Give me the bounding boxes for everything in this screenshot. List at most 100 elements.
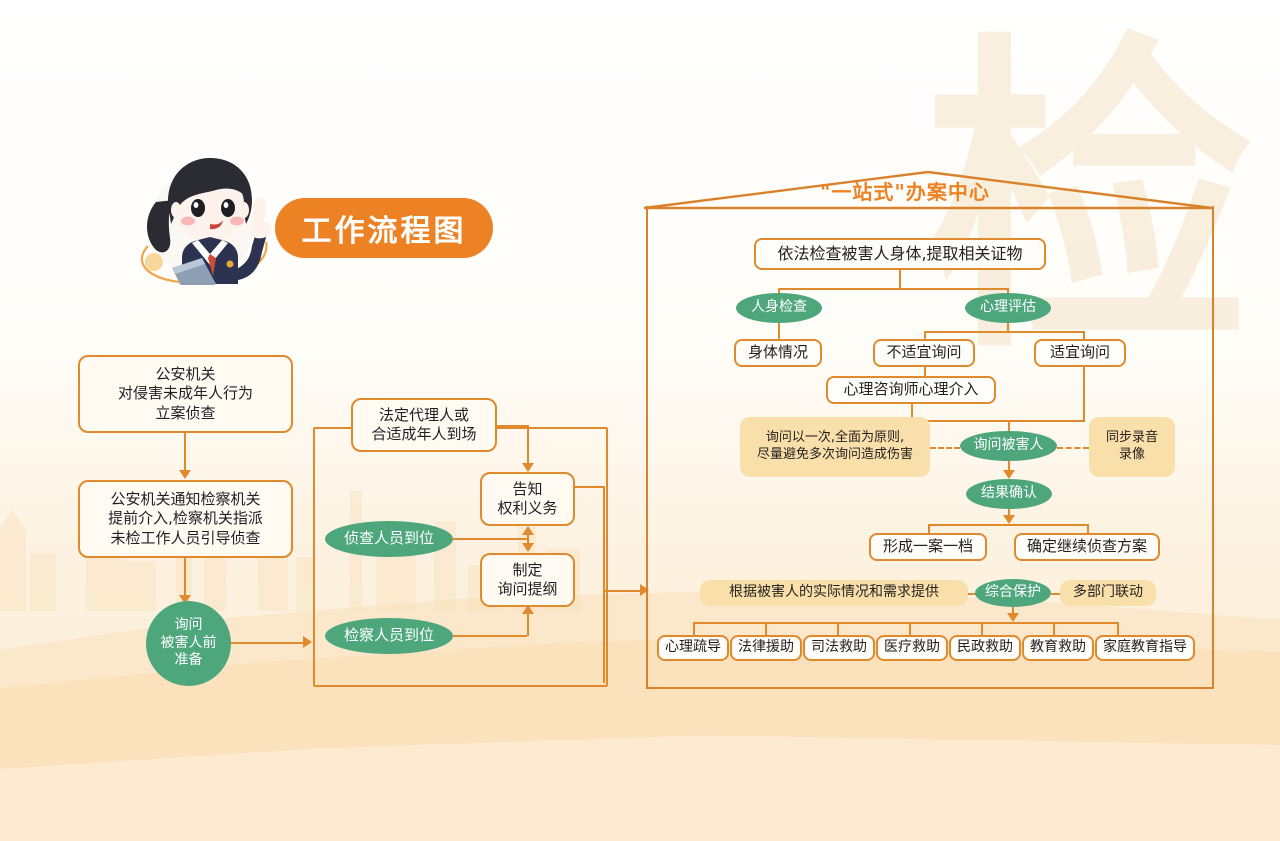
node-s3[interactable]: 司法救助 bbox=[803, 635, 875, 661]
connector-mn5-mn3-h bbox=[453, 635, 527, 637]
connector-h1-split bbox=[778, 288, 1008, 290]
connector-h5-h7 bbox=[924, 367, 926, 376]
connector-h1-h2 bbox=[778, 288, 780, 296]
connector-h9-h10 bbox=[1057, 447, 1089, 449]
node-h5-label: 不适宜询问 bbox=[886, 343, 962, 362]
node-h8[interactable]: 询问以一次,全面为原则, 尽量避免多次询问造成伤害 bbox=[740, 417, 930, 477]
node-s1[interactable]: 心理疏导 bbox=[657, 635, 729, 661]
node-s3-label: 司法救助 bbox=[811, 639, 867, 656]
node-h7-label: 心理咨询师心理介入 bbox=[843, 380, 979, 399]
node-h4-label: 身体情况 bbox=[747, 343, 808, 362]
connector-midframe-house-h bbox=[603, 590, 645, 592]
node-h3[interactable]: 心理评估 bbox=[965, 293, 1051, 323]
node-h14-label: 根据被害人的实际情况和需求提供 bbox=[729, 584, 939, 601]
connector-h11-split bbox=[928, 524, 1088, 526]
connector-mn1-mn2-h bbox=[497, 425, 528, 427]
connector-mn4-mn2 bbox=[453, 538, 527, 540]
node-h12-label: 形成一案一档 bbox=[882, 537, 973, 556]
node-h13-label: 确定继续侦查方案 bbox=[1026, 537, 1147, 556]
node-s7[interactable]: 家庭教育指导 bbox=[1095, 635, 1195, 661]
node-h12[interactable]: 形成一案一档 bbox=[869, 533, 987, 561]
connector-support-s1 bbox=[693, 622, 695, 635]
connector-h3-split bbox=[924, 331, 1084, 333]
connector-support-s6 bbox=[1053, 622, 1055, 635]
node-mn1-label: 法定代理人或 合适成年人到场 bbox=[371, 405, 477, 443]
connector-mn1-mn2-v bbox=[527, 425, 529, 465]
node-h16[interactable]: 多部门联动 bbox=[1060, 580, 1156, 606]
node-s6-label: 教育救助 bbox=[1030, 639, 1086, 656]
node-h6[interactable]: 适宜询问 bbox=[1034, 339, 1126, 367]
connector-mn5-mn3-v bbox=[527, 609, 529, 636]
title-block: 工作流程图 bbox=[120, 150, 520, 290]
node-s1-label: 心理疏导 bbox=[665, 639, 721, 656]
node-ln3-label: 询问 被害人前 准备 bbox=[160, 616, 217, 669]
node-mn5[interactable]: 检察人员到位 bbox=[325, 618, 453, 654]
node-mn2[interactable]: 告知 权利义务 bbox=[480, 472, 575, 526]
node-mn3[interactable]: 制定 询问提纲 bbox=[480, 553, 575, 607]
node-h10[interactable]: 同步录音 录像 bbox=[1089, 417, 1175, 477]
arrowhead-h11-down bbox=[1003, 515, 1015, 524]
connector-midframe-house-v bbox=[603, 486, 605, 683]
node-s7-label: 家庭教育指导 bbox=[1103, 639, 1187, 656]
arrowhead-mn3-mn2 bbox=[522, 526, 534, 535]
connector-ln2-ln3 bbox=[184, 558, 186, 597]
node-h9[interactable]: 询问被害人 bbox=[960, 431, 1057, 461]
connector-h6-down bbox=[1083, 367, 1085, 420]
node-h2[interactable]: 人身检查 bbox=[736, 293, 822, 323]
connector-h2-h4 bbox=[778, 323, 780, 339]
arrowhead-mn2-mn3 bbox=[522, 543, 534, 552]
node-mn5-label: 检察人员到位 bbox=[343, 626, 434, 645]
node-h13[interactable]: 确定继续侦查方案 bbox=[1014, 533, 1160, 561]
connector-h3-down bbox=[1007, 323, 1009, 331]
connector-support-bus bbox=[693, 622, 1118, 624]
node-h2-label: 人身检查 bbox=[751, 299, 807, 316]
node-mn1[interactable]: 法定代理人或 合适成年人到场 bbox=[351, 398, 497, 452]
connector-h11-down bbox=[1008, 509, 1010, 518]
node-s4-label: 医疗救助 bbox=[884, 639, 940, 656]
title-banner: 工作流程图 bbox=[275, 198, 493, 258]
connector-h8-h9 bbox=[930, 447, 960, 449]
mascot-prosecutor-icon bbox=[147, 158, 272, 285]
node-h1[interactable]: 依法检查被害人身体,提取相关证物 bbox=[754, 238, 1046, 270]
house-title: "一站式"办案中心 bbox=[820, 180, 990, 204]
house-wall bbox=[646, 206, 1214, 689]
connector-h3-h5 bbox=[924, 331, 926, 339]
node-mn4-label: 侦查人员到位 bbox=[343, 529, 434, 548]
node-ln2-label: 公安机关通知检察机关 提前介入,检察机关指派 未检工作人员引导侦查 bbox=[108, 490, 263, 547]
node-ln1[interactable]: 公安机关 对侵害未成年人行为 立案侦查 bbox=[78, 355, 293, 433]
arrowhead-mn1-mn2 bbox=[522, 463, 534, 472]
node-s5[interactable]: 民政救助 bbox=[949, 635, 1021, 661]
connector-h7-h9-v bbox=[1008, 420, 1010, 440]
node-h11[interactable]: 结果确认 bbox=[966, 479, 1052, 509]
arrowhead-h9-h11 bbox=[1003, 470, 1015, 479]
connector-h6-h9 bbox=[1008, 420, 1085, 422]
connector-h11-h13 bbox=[1087, 524, 1089, 533]
node-ln3[interactable]: 询问 被害人前 准备 bbox=[146, 601, 231, 686]
node-mn3-label: 制定 询问提纲 bbox=[497, 560, 558, 598]
connector-h7-h9 bbox=[911, 420, 1010, 422]
node-ln2[interactable]: 公安机关通知检察机关 提前介入,检察机关指派 未检工作人员引导侦查 bbox=[78, 480, 293, 558]
connector-h1-h3 bbox=[1007, 288, 1009, 296]
node-mn4[interactable]: 侦查人员到位 bbox=[325, 521, 453, 557]
arrowhead-ln2-ln3 bbox=[179, 595, 191, 604]
node-s6[interactable]: 教育救助 bbox=[1022, 635, 1094, 661]
connector-h3-h6 bbox=[1083, 331, 1085, 339]
node-h7[interactable]: 心理咨询师心理介入 bbox=[826, 376, 996, 404]
node-h11-label: 结果确认 bbox=[981, 485, 1037, 502]
node-h5[interactable]: 不适宜询问 bbox=[873, 339, 975, 367]
node-h15[interactable]: 综合保护 bbox=[975, 579, 1051, 607]
connector-h11-h12 bbox=[928, 524, 930, 533]
connector-support-s5 bbox=[981, 622, 983, 635]
node-h4[interactable]: 身体情况 bbox=[734, 339, 822, 367]
node-h3-label: 心理评估 bbox=[980, 299, 1036, 316]
connector-ln1-ln2 bbox=[184, 433, 186, 472]
connector-mn2-mn3 bbox=[527, 528, 529, 548]
node-h14[interactable]: 根据被害人的实际情况和需求提供 bbox=[700, 580, 968, 606]
node-h1-label: 依法检查被害人身体,提取相关证物 bbox=[777, 243, 1023, 263]
connector-h1-down bbox=[899, 270, 901, 288]
connector-support-s7 bbox=[1117, 622, 1119, 635]
node-s4[interactable]: 医疗救助 bbox=[876, 635, 948, 661]
node-h10-label: 同步录音 录像 bbox=[1105, 430, 1158, 462]
node-s2[interactable]: 法律援助 bbox=[730, 635, 802, 661]
